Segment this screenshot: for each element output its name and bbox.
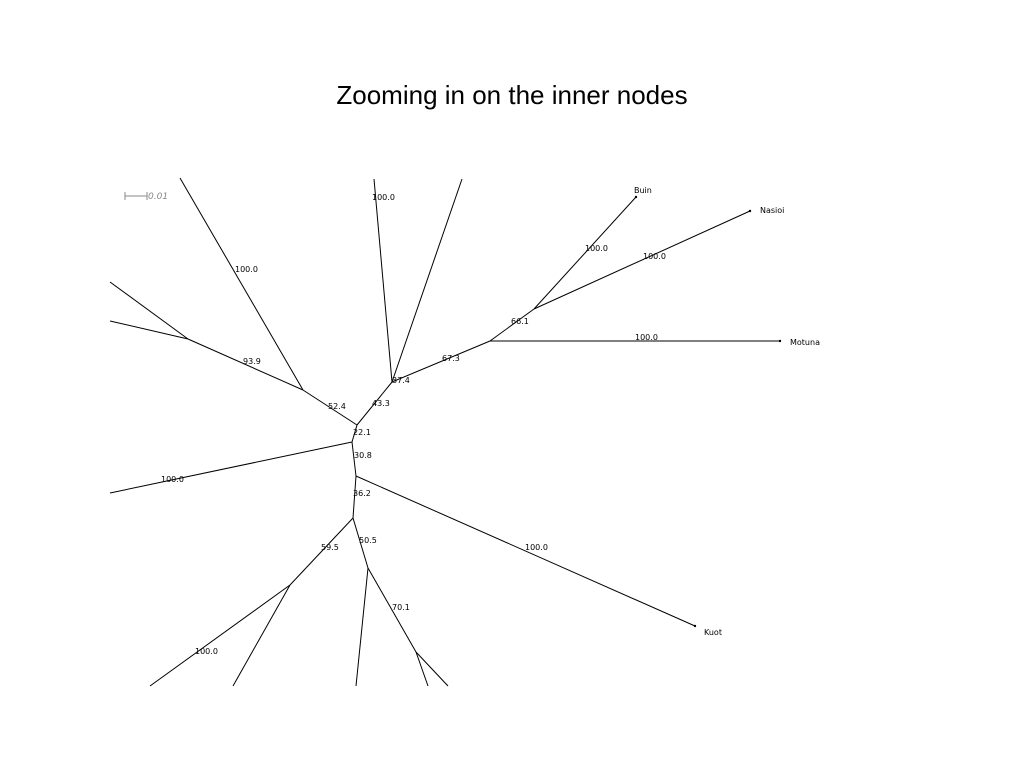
support-label: 93.9 [243,357,261,366]
edge-node-30 [351,441,357,477]
edge-node-52 [302,389,358,426]
edge-left-b [109,320,189,340]
edge-kuot [355,475,696,627]
support-label: 52.4 [328,402,346,411]
leaf-markers [634,195,782,628]
edge-node-22 [351,424,358,443]
leaf-marker [634,195,638,199]
support-label: 100.0 [525,543,548,552]
support-label: 66.1 [511,317,529,326]
support-label: 67.3 [442,354,460,363]
edge-node-93 [187,338,304,391]
taxon-label-buin: Buin [634,186,652,195]
support-label: 100.0 [643,252,666,261]
tree-edges [109,177,780,687]
support-label: 30.8 [354,451,372,460]
scale-bar-label: 0.01 [148,192,168,202]
edge-node-43 [356,381,393,426]
edge-node-50 [352,517,369,569]
scale-bar: 0.01 [124,192,168,202]
taxon-labels: Buin Nasioi Motuna Kuot [634,186,820,637]
support-label: 59.5 [321,543,339,552]
edge-top-100-a [373,178,393,383]
support-label: 100.0 [585,244,608,253]
leaf-marker [748,209,752,213]
edge-node-70 [367,567,417,653]
leaf-marker [778,339,782,343]
edge-node-59 [289,517,354,586]
support-label: 50.5 [359,536,377,545]
edge-lower-d [415,651,449,687]
support-label: 37.4 [392,376,410,385]
taxon-label-motuna: Motuna [790,338,820,347]
edge-lower-a [232,584,291,687]
support-label: 100.0 [372,193,395,202]
edge-left-a [109,281,189,340]
edge-buin [533,196,637,310]
leaf-marker [693,624,697,628]
edge-node-66 [489,308,535,342]
edge-lower-100 [149,584,291,687]
slide-title: Zooming in on the inner nodes [336,80,688,110]
edge-node-67 [391,340,491,383]
support-label: 100.0 [235,265,258,274]
edge-node-36 [352,475,357,519]
edge-left-100 [109,441,353,494]
support-label: 100.0 [195,647,218,656]
edge-lower-c [415,651,429,687]
support-label: 70.1 [392,603,410,612]
support-label: 100.0 [161,475,184,484]
support-labels: 100.0 100.0 100.0 100.0 66.1 100.0 67.3 … [161,193,666,656]
edge-nasioi [533,210,751,310]
support-label: 36.2 [353,489,371,498]
edge-lower-b [355,567,369,687]
edge-upper-left-100 [179,177,304,391]
support-label: 100.0 [635,333,658,342]
support-label: 43.3 [372,399,390,408]
edge-top-100-b [391,178,463,383]
taxon-label-nasioi: Nasioi [760,206,784,215]
taxon-label-kuot: Kuot [704,628,722,637]
support-label: 22.1 [353,428,371,437]
